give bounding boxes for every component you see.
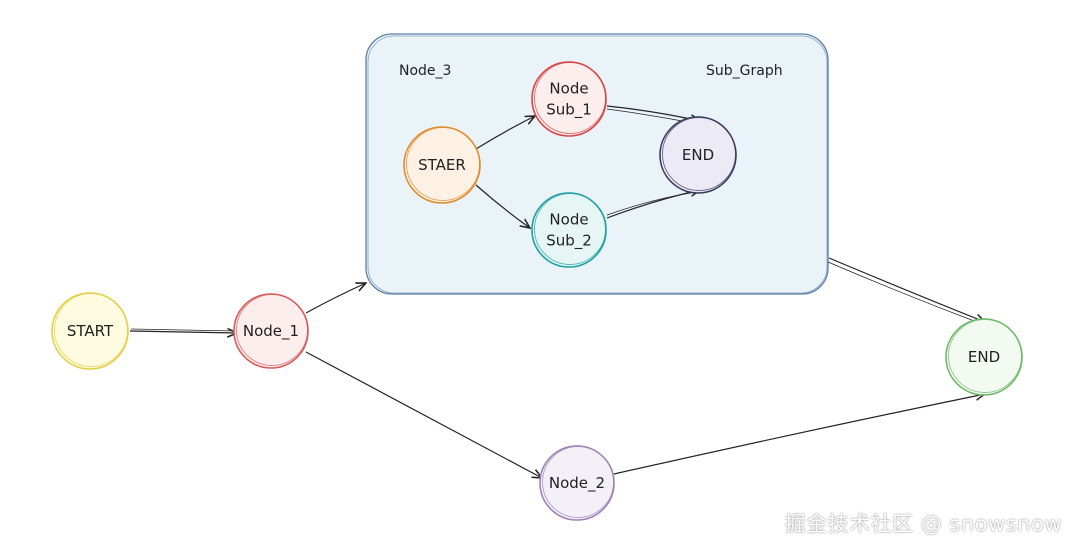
edge-node1-to-node2 [305,351,542,478]
node-node1-label: Node_1 [243,322,299,341]
edge-sub-start-to-sub1 [475,116,535,150]
node-label-line: Sub_2 [546,232,592,251]
edge-start-to-node1-sketch [130,328,237,332]
edge-subgraph-to-end [828,257,985,322]
edge-node1-to-subgraph [305,283,366,314]
node-label-line: START [67,322,114,340]
node-label-line: END [968,348,1000,366]
node-end-label: END [968,348,1000,366]
node-label-line: Node [549,211,588,229]
node-sub-end-label: END [682,146,714,164]
node-sub-start-label: STAER [418,156,466,174]
node-sub-end[interactable]: END [659,116,737,194]
node-label-line: Node [549,80,588,98]
node-sub-start[interactable]: STAER [403,126,481,204]
node-label-line: Node_2 [549,474,605,493]
node-label-line: Node_1 [243,322,299,341]
edge-sub-start-to-sub2 [475,184,530,228]
node-node1[interactable]: Node_1 [233,293,309,369]
edge-subgraph-to-end-sketch [827,261,983,325]
edge-sub2-to-sub-end-sketch [606,191,697,216]
node-label-line: Sub_1 [546,101,592,120]
subgraph-title-label: Sub_Graph [706,63,783,79]
subgraph-name-label: Node_3 [399,63,451,79]
node-end[interactable]: END [945,318,1023,396]
watermark-text: 掘金技术社区 @ snowsnow [784,512,1062,536]
edge-start-to-node1 [129,331,237,333]
node-label-line: STAER [418,156,466,174]
edge-node2-to-end [613,394,985,475]
node-node2-label: Node_2 [549,474,605,493]
subgraph-node-3[interactable]: Node_3 Sub_Graph [365,33,829,295]
node-node2[interactable]: Node_2 [539,445,615,521]
node-start-label: START [67,322,114,340]
node-label-line: END [682,146,714,164]
node-start[interactable]: START [51,292,129,370]
